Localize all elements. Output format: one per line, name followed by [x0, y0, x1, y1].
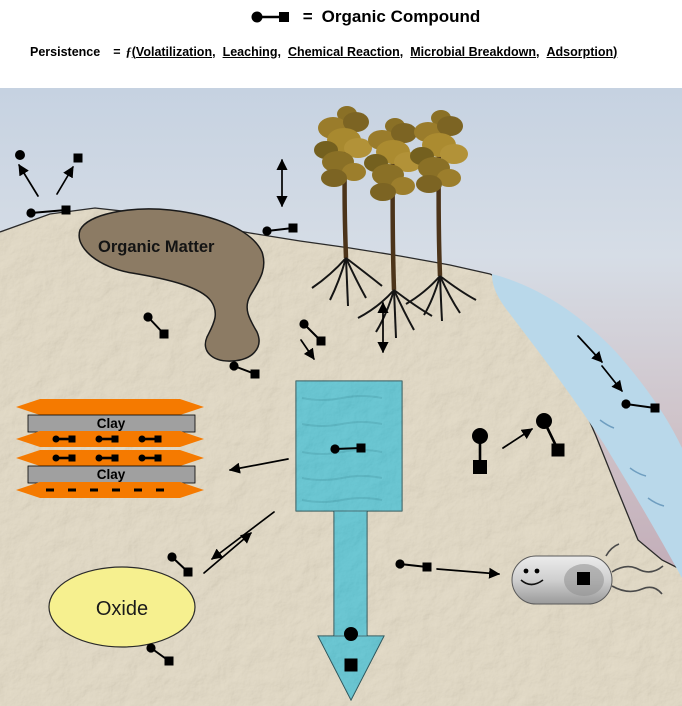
top-white-band: [0, 0, 682, 88]
organic-compound-symbol: [330, 443, 366, 454]
flow-arrow: [300, 339, 315, 360]
microbe-flagella: [605, 543, 664, 595]
separated-compound-parts-layer: [15, 150, 358, 672]
formula-term-leaching: Leaching: [222, 45, 278, 59]
adsorbed-compound-dash: [46, 488, 54, 492]
flow-arrow: [436, 567, 501, 579]
clay-orange-layer: [16, 482, 204, 498]
organic-compound-symbol: [26, 205, 71, 218]
tree-left: [311, 106, 383, 307]
river-waves: [599, 419, 665, 507]
adsorbed-compound-dash: [68, 488, 76, 492]
microbe: [511, 543, 664, 605]
adsorbed-compound-dash: [112, 488, 120, 492]
organic-compound-symbol: [167, 552, 193, 577]
clay-upper-label: Clay: [97, 416, 126, 431]
microbe-eye: [534, 568, 540, 574]
adsorbed-compound-dash: [134, 488, 142, 492]
organic-compound-symbol: [52, 454, 76, 462]
organic-compound-symbol: [138, 454, 162, 462]
legend-label: Organic Compound: [321, 7, 481, 26]
river: [492, 274, 682, 578]
compound-circle-part: [15, 150, 25, 160]
organic-compound-symbol: [395, 559, 432, 572]
organic-compound-symbol: [229, 361, 260, 379]
tree-foliage: [364, 118, 422, 201]
organic-compound-symbols-layer: [26, 205, 660, 666]
organic-compound-symbol: [472, 428, 488, 474]
tree-roots: [405, 275, 477, 322]
formula-open-paren: (: [131, 45, 136, 59]
formula-close-paren: ): [613, 45, 618, 59]
comma: ,: [212, 45, 216, 59]
organic-matter-blob: [78, 208, 265, 362]
formula-lhs: Persistence: [30, 45, 101, 59]
clay-orange-layer: [16, 399, 204, 415]
flow-arrow: [203, 532, 252, 574]
flow-arrow: [18, 164, 39, 197]
formula-function-f: ƒ: [125, 45, 132, 59]
organic-matter-label: Organic Matter: [98, 238, 215, 256]
compound-square-part: [344, 658, 358, 672]
flow-arrow: [577, 335, 603, 363]
organic-compound-symbol: [52, 435, 76, 443]
adsorbed-dashes-layer: [46, 488, 164, 492]
adsorbed-compound-dash: [156, 488, 164, 492]
oxide-ellipse: [48, 566, 196, 648]
organic-compound-symbol: [146, 643, 174, 666]
tree-foliage: [410, 110, 468, 193]
organic-compound-symbol: [621, 399, 660, 413]
compound-circle-part: [344, 627, 358, 641]
formula-term-chemical-reaction: Chemical Reaction: [287, 45, 400, 59]
clay-lower-label: Clay: [97, 467, 126, 482]
compound-square-part: [73, 153, 83, 163]
legend: = Organic Compound: [0, 7, 682, 27]
organic-compound-icon: [250, 9, 294, 25]
oxide-label: Oxide: [96, 598, 148, 620]
comma: ,: [277, 45, 281, 59]
flow-arrow: [601, 365, 623, 392]
tree-trunk: [390, 141, 397, 291]
organic-compound-symbol: [95, 454, 119, 462]
flow-arrow: [56, 166, 74, 195]
organic-compound-symbol: [262, 223, 298, 236]
formula-equals: =: [113, 45, 121, 59]
organic-compound-symbol: [138, 435, 162, 443]
organic-compound-symbol: [143, 312, 169, 339]
comma: ,: [399, 45, 404, 59]
legend-equals: =: [302, 7, 313, 26]
flow-arrow: [228, 458, 289, 474]
process-arrows-layer: [18, 158, 623, 579]
organic-compound-symbol: [299, 319, 326, 346]
tree-middle: [357, 118, 433, 339]
formula-term-microbial-breakdown: Microbial Breakdown: [410, 45, 536, 59]
adsorbed-compound-dash: [90, 488, 98, 492]
microbe-smile: [520, 579, 544, 586]
tree-right: [405, 110, 477, 322]
persistence-formula: Persistence=ƒ(Volatilization,Leaching,Ch…: [30, 45, 617, 60]
tree-roots: [311, 257, 383, 307]
comma: ,: [536, 45, 540, 59]
flow-arrow: [502, 428, 533, 449]
formula-term-adsorption: Adsorption: [546, 45, 614, 59]
microbe-ingested-compound: [577, 572, 590, 585]
organic-compound-symbol: [95, 435, 119, 443]
organic-compound-symbol: [536, 413, 565, 457]
tree-foliage: [314, 106, 372, 187]
microbe-eye: [523, 568, 529, 574]
formula-term-volatilization: Volatilization: [135, 45, 213, 59]
